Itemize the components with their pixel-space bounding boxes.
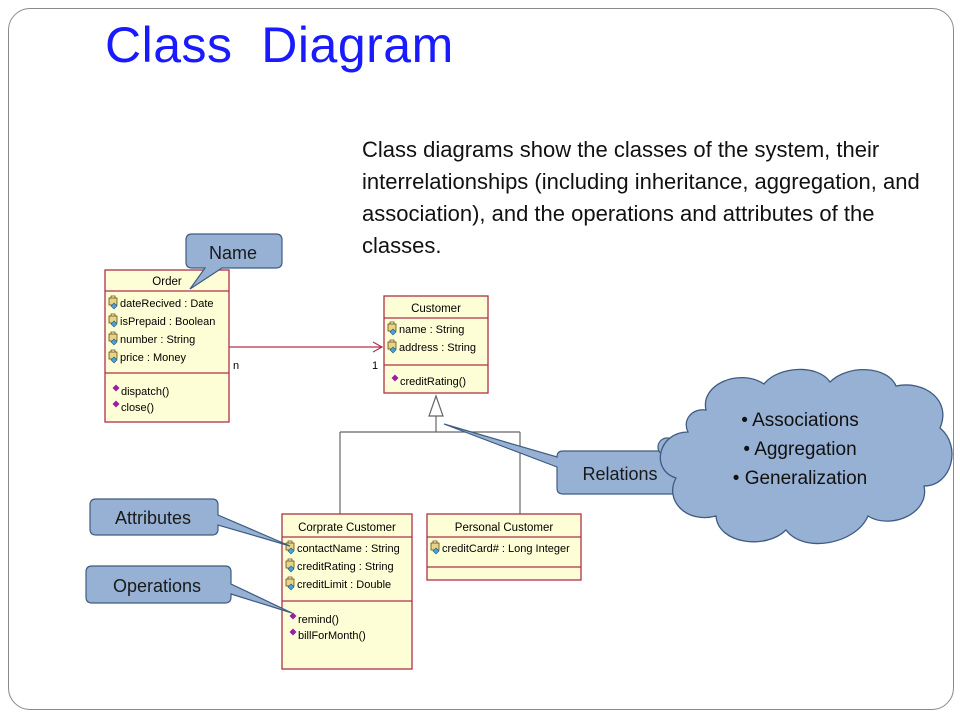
class-order-operation: close()	[121, 402, 154, 414]
class-order-attribute: price : Money	[120, 352, 187, 364]
callout-name: Name	[185, 233, 283, 290]
callout-name-label: Name	[209, 243, 257, 263]
class-corporate-customer: Corprate Customer contactName : String c…	[281, 513, 413, 670]
class-corporate-customer-operation: remind()	[298, 614, 339, 626]
class-corporate-customer-name: Corprate Customer	[298, 522, 396, 534]
generalization-triangle	[428, 394, 444, 417]
association-order-customer: n 1	[229, 341, 384, 372]
multiplicity-order: n	[233, 360, 239, 372]
slide-description: Class diagrams show the classes of the s…	[362, 137, 920, 258]
callout-attributes-label: Attributes	[115, 508, 191, 528]
class-personal-customer-name: Personal Customer	[455, 522, 554, 534]
cloud-item-aggregation: • Aggregation	[743, 439, 856, 460]
class-order-attribute: number : String	[120, 334, 195, 346]
class-corporate-customer-attribute: contactName : String	[297, 543, 400, 555]
class-order-operation: dispatch()	[121, 386, 169, 398]
multiplicity-customer: 1	[372, 360, 378, 372]
relations-cloud: • Associations • Aggregation • Generaliz…	[657, 368, 953, 545]
callout-attributes: Attributes	[89, 498, 291, 547]
callout-relations-label: Relations	[582, 464, 657, 484]
callout-operations: Operations	[85, 565, 293, 614]
callout-operations-label: Operations	[113, 576, 201, 596]
class-personal-customer: Personal Customer creditCard# : Long Int…	[426, 513, 582, 581]
class-corporate-customer-attribute: creditRating : String	[297, 561, 394, 573]
slide-frame	[8, 8, 954, 710]
class-customer-operation: creditRating()	[400, 376, 466, 388]
class-customer-attribute: name : String	[399, 324, 464, 336]
class-order-name: Order	[152, 276, 182, 288]
class-order-attribute: dateRecived : Date	[120, 298, 214, 310]
class-customer-name: Customer	[411, 303, 461, 315]
slide-title: Class Diagram	[105, 17, 454, 73]
cloud-item-generalization: • Generalization	[733, 468, 867, 489]
class-corporate-customer-attribute: creditLimit : Double	[297, 579, 391, 591]
class-order: Order dateRecived : Date isPrepaid : Boo…	[104, 269, 230, 423]
class-personal-customer-attribute: creditCard# : Long Integer	[442, 543, 570, 555]
class-corporate-customer-operation: billForMonth()	[298, 630, 366, 642]
class-order-attribute: isPrepaid : Boolean	[120, 316, 215, 328]
class-customer-attribute: address : String	[399, 342, 476, 354]
callout-relations: Relations	[443, 423, 692, 495]
cloud-item-associations: • Associations	[741, 410, 859, 431]
class-customer: Customer name : String address : String …	[383, 295, 489, 394]
generalization-relation	[339, 394, 521, 514]
